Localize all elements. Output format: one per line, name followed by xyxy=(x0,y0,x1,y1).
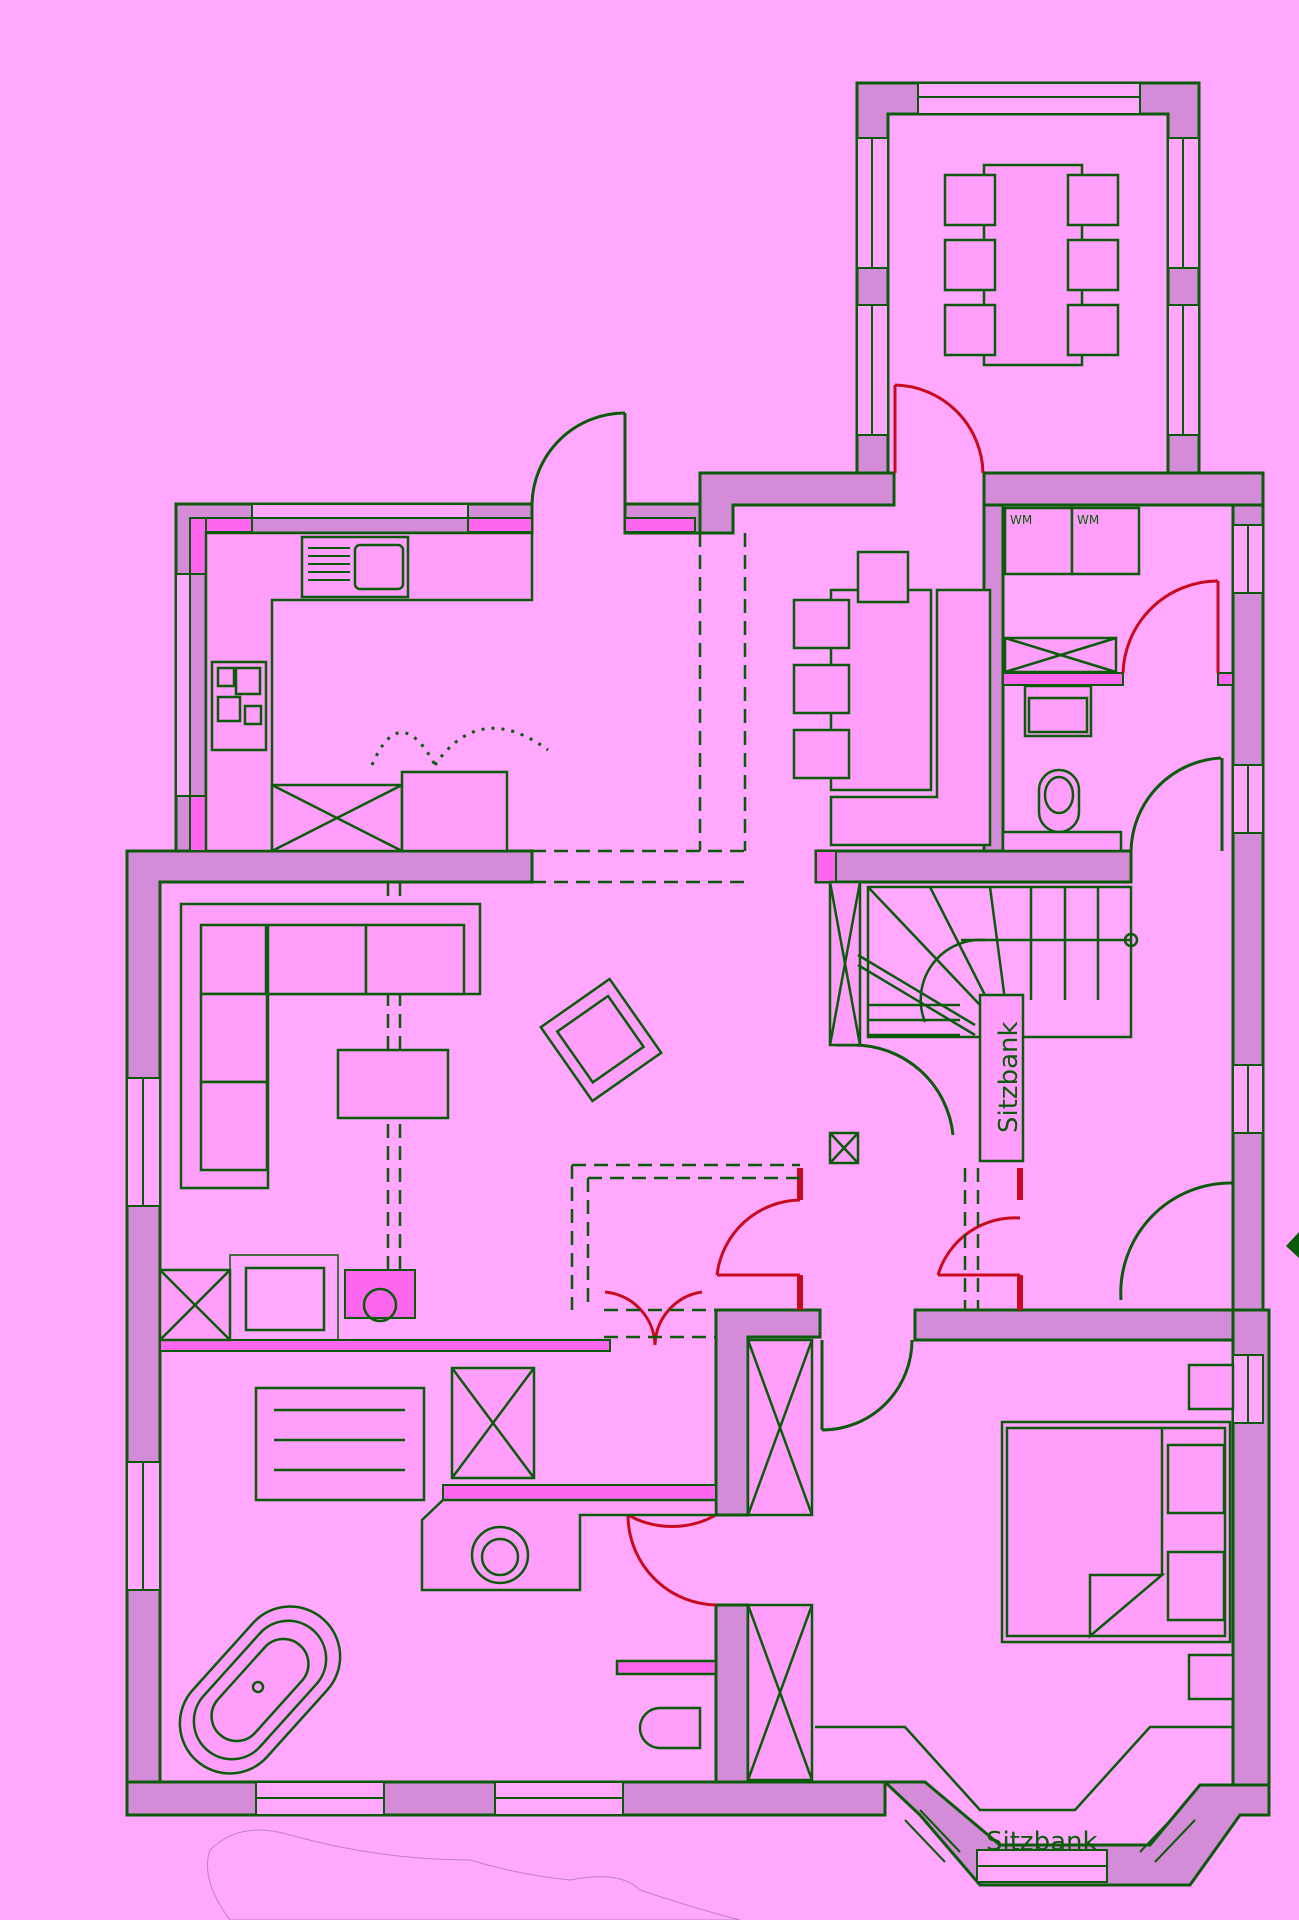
dining-table xyxy=(792,550,992,847)
north-arrow-icon xyxy=(1286,1232,1299,1258)
bench-label-bay: Sitzbank xyxy=(986,1827,1098,1857)
washer-label-2: WM xyxy=(1077,513,1099,527)
washer-label-1: WM xyxy=(1010,513,1032,527)
dining-table-bay xyxy=(943,163,1120,367)
dashed-lines xyxy=(386,533,980,1339)
bench-label-hall: Sitzbank xyxy=(994,1021,1024,1133)
furniture xyxy=(158,163,1235,1812)
windows xyxy=(126,82,1264,1883)
